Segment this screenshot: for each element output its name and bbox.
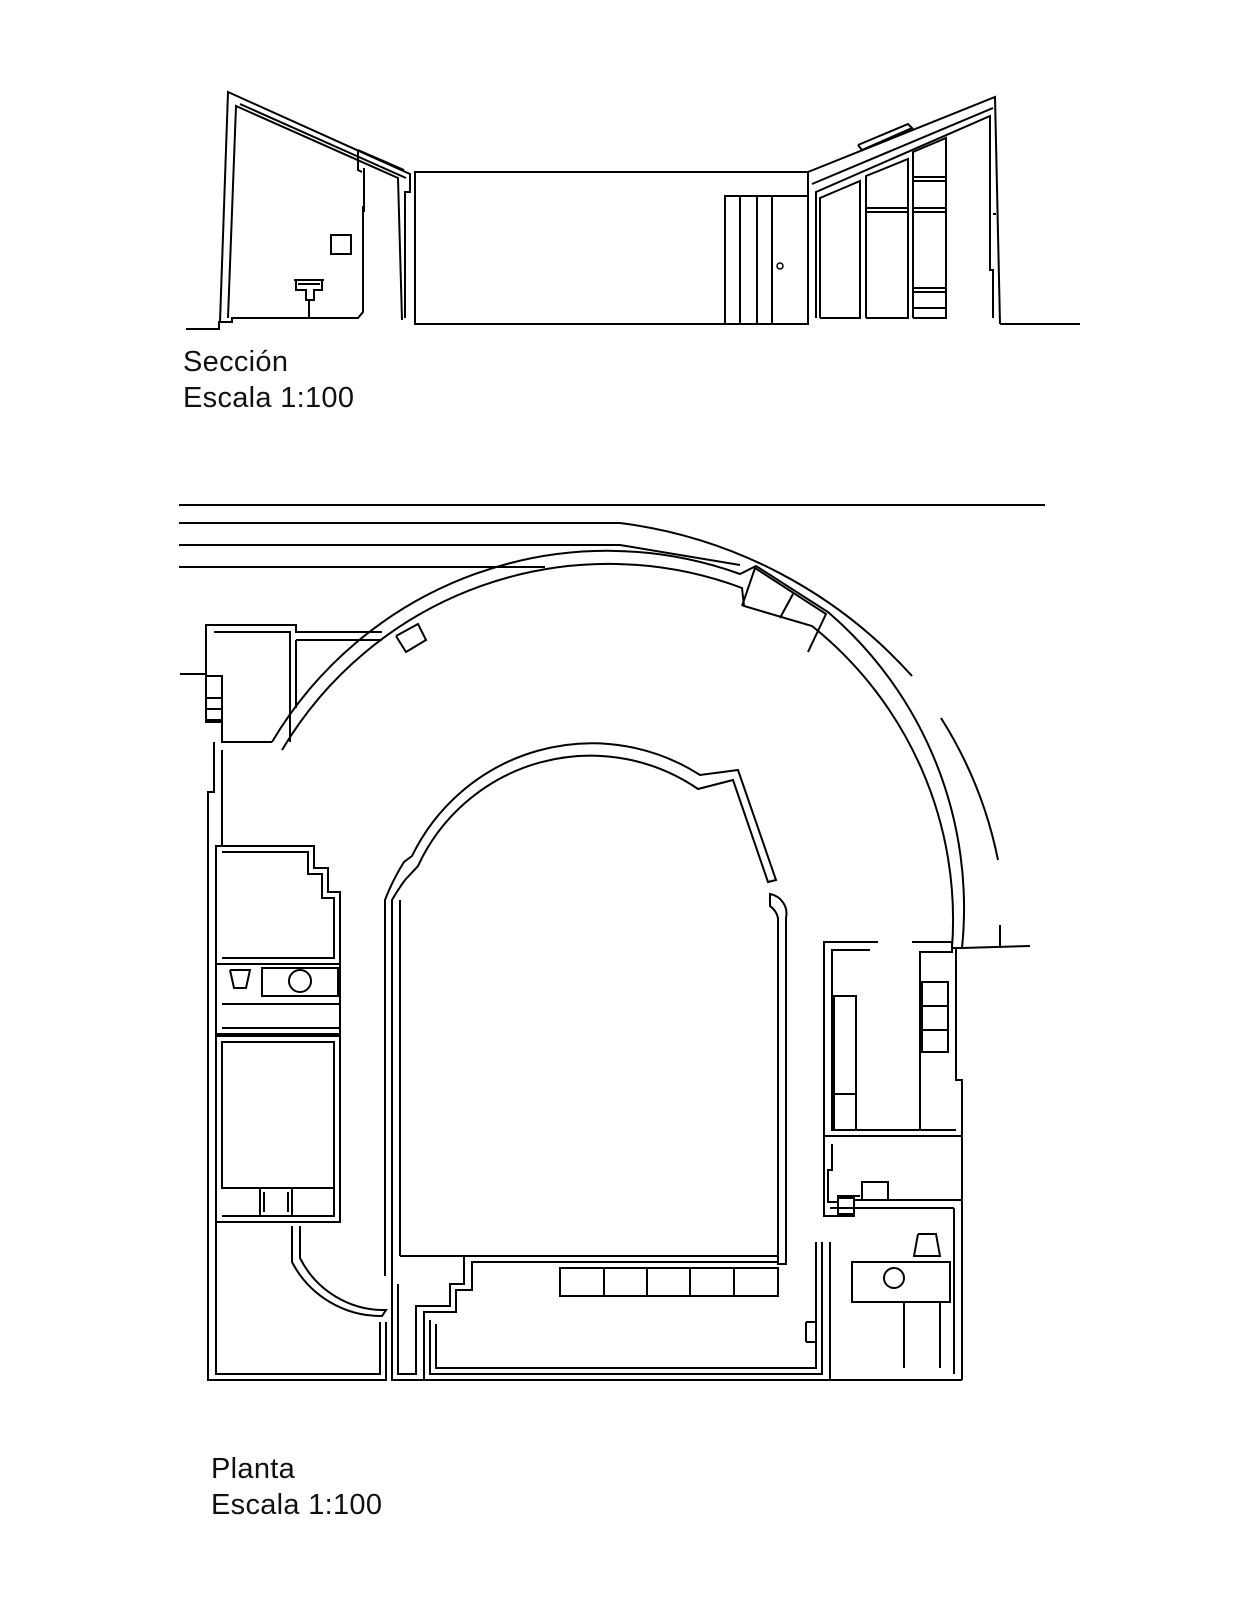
plan-caption: Planta Escala 1:100 [211, 1451, 382, 1523]
plan-left-curve-wall [291, 1226, 388, 1318]
plan-right-wc-counter [851, 1261, 951, 1303]
plan-left-room-2-inner [221, 1041, 335, 1189]
section-center-volume [414, 171, 809, 325]
plan-ring-end [952, 945, 1031, 949]
plan-left-wall-inner-top [214, 631, 291, 742]
plan-right-bath-small [837, 1197, 855, 1215]
section-caption: Sección Escala 1:100 [183, 344, 354, 416]
plan-right-bath-outer [823, 1136, 963, 1217]
plan-left-room-1 [216, 845, 341, 965]
plan-left-room-2 [215, 1035, 341, 1223]
section-scale: Escala 1:100 [183, 382, 355, 414]
plan-arc-entry-box [741, 566, 828, 653]
section-right-wall-inner [815, 114, 994, 318]
plan-top-line-3 [179, 544, 741, 566]
plan-scale: Escala 1:100 [211, 1489, 383, 1521]
plan-left-wc-counter [261, 967, 339, 997]
section-left-roof-inner [239, 103, 407, 179]
plan-bottom-wall-inner [435, 1242, 817, 1369]
plan-right-block-outer [823, 941, 963, 1137]
section-cabinet-1 [819, 179, 861, 319]
plan-right-wc-toilet [912, 1233, 942, 1257]
plan-arc-vent [395, 622, 428, 654]
section-left-roof-fascia [357, 149, 405, 171]
section-window [330, 234, 352, 255]
section-door-frame [724, 195, 809, 325]
plan-ring-outer [271, 549, 965, 949]
section-right-roof-cap [857, 122, 914, 152]
section-drawing [186, 90, 1080, 330]
plan-arc-entry-divider [779, 593, 794, 619]
section-door-knob [776, 262, 784, 270]
plan-drawing [179, 504, 1045, 1381]
plan-right-cabinet-left [833, 995, 857, 1131]
plan-right-bath-inner [827, 1144, 860, 1203]
plan-bottom-outer [391, 1261, 778, 1381]
section-left-wall-outer [219, 90, 411, 323]
plan-right-block-inner [831, 949, 956, 1131]
plan-title: Planta [211, 1453, 296, 1485]
section-left-roof-edge [357, 150, 363, 173]
plan-right-bath-fixture [861, 1181, 889, 1201]
section-left-wall-inner [227, 104, 403, 321]
plan-left-wc-wall [215, 963, 341, 1035]
plan-courtyard-inner-right [769, 892, 788, 1265]
plan-left-room-1-inner [222, 851, 335, 959]
plan-left-closet [222, 1187, 335, 1217]
plan-left-wc-toilet [229, 969, 252, 989]
plan-storage-row [559, 1267, 779, 1297]
section-washbasin-right [310, 280, 323, 301]
section-washbasin [295, 280, 310, 318]
plan-left-long-wall-inner [215, 750, 381, 1375]
plan-outer-arc [940, 717, 999, 861]
plan-right-cabinet-right [921, 981, 949, 1053]
plan-right-wc-basin [883, 1267, 905, 1289]
plan-courtyard-outer [384, 742, 778, 1276]
section-ground-left [186, 206, 364, 330]
section-right-wall-outer [807, 95, 1001, 325]
section-title: Sección [183, 346, 289, 378]
section-right-roof-inner [811, 107, 994, 185]
plan-bottom-inner [397, 1256, 465, 1375]
plan-right-block-top [912, 941, 953, 1130]
plan-bottom-wall-main [429, 1242, 823, 1375]
plan-left-wc-basin [288, 969, 312, 993]
section-cabinet-2 [865, 157, 909, 319]
plan-top-line-2 [179, 522, 913, 677]
plan-left-closet-box [259, 1187, 293, 1217]
plan-left-long-wall-outer [207, 742, 387, 1381]
plan-left-outer-wall [180, 624, 382, 675]
